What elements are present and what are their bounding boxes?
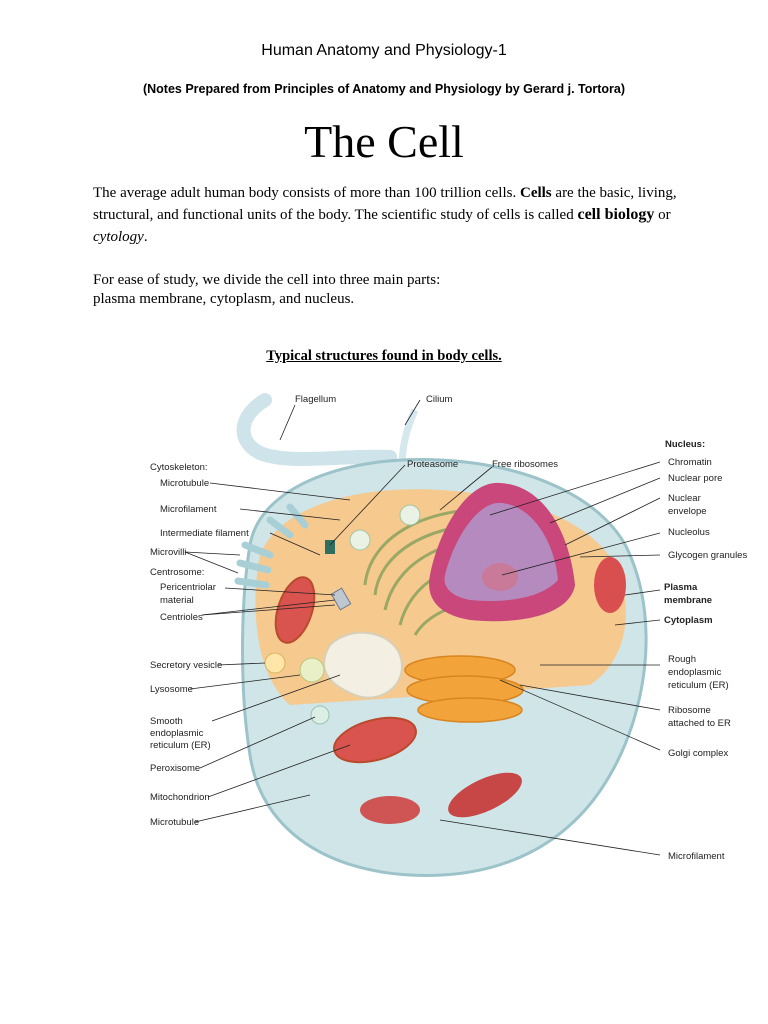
term-cells: Cells: [519, 185, 552, 201]
flagellum-shape: [236, 393, 397, 467]
label-microtubule-top: Microtubule: [160, 478, 209, 489]
label-nucleolus: Nucleolus: [668, 527, 710, 538]
label-smooth-er-3: reticulum (ER): [150, 740, 211, 751]
intro-text-4: .: [143, 229, 148, 245]
label-cytoplasm: Cytoplasm: [664, 615, 713, 626]
intro-text-1: The average adult human body consists of…: [93, 185, 520, 201]
label-microfilament-top: Microfilament: [160, 504, 217, 515]
document-subheader: (Notes Prepared from Principles of Anato…: [142, 82, 626, 96]
mitochondrion-bottom-left: [360, 796, 420, 824]
label-peroxisome: Peroxisome: [150, 763, 200, 774]
label-rough-er-2: endoplasmic: [668, 667, 722, 678]
label-ribosome-er-2: attached to ER: [668, 718, 731, 729]
golgi-shape: [404, 655, 524, 723]
label-mitochondrion: Mitochondrion: [150, 792, 210, 803]
label-pericentriolar-1: Pericentriolar: [160, 582, 216, 593]
microvilli-shape: [234, 503, 309, 589]
secretory-vesicle-shape: [264, 652, 286, 674]
page-title: The Cell: [304, 116, 464, 167]
figure-caption: Typical structures found in body cells.: [266, 348, 502, 364]
cell-diagram: Flagellum Cilium Nucleus: Cytoskeleton: …: [140, 385, 760, 890]
label-smooth-er-2: endoplasmic: [150, 728, 204, 739]
lysosome-shape: [299, 657, 325, 683]
chromatin-shape: [444, 502, 558, 601]
centriole-dark-shape: [325, 540, 335, 554]
label-proteasome: Proteasome: [407, 459, 458, 470]
intro-text-2: are the basic, living, structural, and f…: [93, 185, 677, 223]
label-microvilli: Microvilli: [150, 547, 186, 558]
label-flagellum: Flagellum: [295, 394, 336, 405]
term-cell-biology: cell biology: [577, 206, 655, 223]
parts-line-2: plasma membrane, cytoplasm, and nucleus.: [93, 291, 355, 307]
label-centrioles: Centrioles: [160, 612, 203, 623]
leader-lines: [184, 399, 661, 856]
label-rough-er-1: Rough: [668, 654, 696, 665]
vesicle-shape: [399, 504, 421, 526]
label-centrosome: Centrosome:: [150, 567, 204, 578]
label-intermediate-filament: Intermediate filament: [160, 528, 249, 539]
label-nucleus: Nucleus:: [665, 439, 705, 450]
label-nuclear-envelope-1: Nuclear: [668, 493, 701, 504]
intro-paragraph: The average adult human body consists of…: [93, 182, 693, 248]
nucleolus-shape: [482, 563, 518, 591]
label-golgi: Golgi complex: [668, 748, 728, 759]
proteasome-vesicle-shape: [349, 529, 371, 551]
label-smooth-er-1: Smooth: [150, 716, 183, 727]
label-cilium: Cilium: [426, 394, 452, 405]
mitochondrion-upper: [274, 576, 316, 644]
label-chromatin: Chromatin: [668, 457, 712, 468]
label-cytoskeleton: Cytoskeleton:: [150, 462, 208, 473]
term-cytology: cytology: [93, 229, 144, 245]
mitochondrion-bottom: [448, 772, 522, 818]
label-secretory-vesicle: Secretory vesicle: [150, 660, 222, 671]
label-plasma-membrane-2: membrane: [664, 595, 712, 606]
label-glycogen-granules: Glycogen granules: [668, 550, 747, 561]
label-lysosome: Lysosome: [150, 684, 193, 695]
centriole-shape: [330, 587, 352, 611]
cell-illustration: Flagellum Cilium Nucleus: Cytoskeleton: …: [150, 393, 747, 877]
label-nuclear-pore: Nuclear pore: [668, 473, 722, 484]
label-pericentriolar-2: material: [160, 595, 194, 606]
label-microtubule-bottom: Microtubule: [150, 817, 199, 828]
label-rough-er-3: reticulum (ER): [668, 680, 729, 691]
parts-line-1: For ease of study, we divide the cell in…: [93, 272, 441, 288]
peroxisome-shape: [310, 705, 330, 725]
label-free-ribosomes: Free ribosomes: [492, 459, 558, 470]
label-nuclear-envelope-2: envelope: [668, 506, 707, 517]
label-microfilament-bottom: Microfilament: [668, 851, 725, 862]
label-ribosome-er-1: Ribosome: [668, 705, 711, 716]
parts-paragraph: For ease of study, we divide the cell in…: [93, 271, 693, 309]
document-header: Human Anatomy and Physiology-1: [261, 42, 507, 59]
mitochondrion-right: [594, 557, 626, 613]
smooth-er-shape: [323, 631, 403, 699]
label-plasma-membrane-1: Plasma: [664, 582, 698, 593]
intro-text-3: or: [654, 207, 671, 223]
